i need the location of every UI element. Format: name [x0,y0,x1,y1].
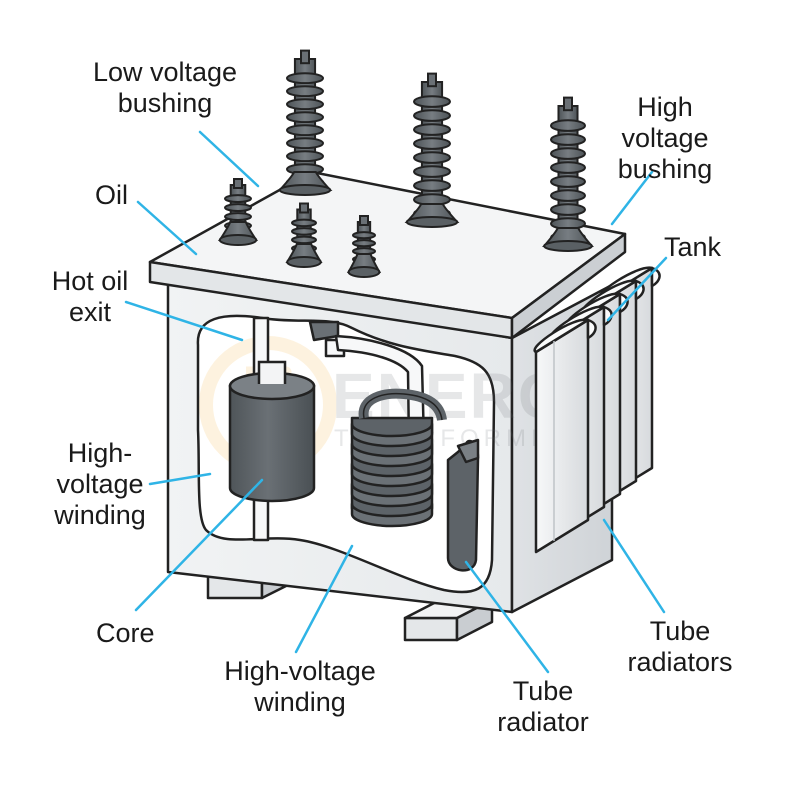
label-high-voltage-bushing: High voltage bushing [617,92,713,184]
high-voltage-bushing [542,96,594,252]
winding-coil [350,388,447,528]
leader-tube-radiators [602,518,666,614]
coil-ring [350,482,434,508]
coil-ring [350,422,434,448]
label-tube-radiator: Tube radiator [497,676,589,737]
low-voltage-bushings [217,178,382,278]
radiator-fin [533,318,597,554]
label-hot-oil-exit: Hot oil exit [51,266,129,327]
coil-ring [350,442,434,468]
leader-high-voltage-winding-left [148,472,212,486]
leader-lines [124,130,668,674]
label-high-voltage-winding-left: High- voltage winding [54,438,146,530]
radiator-fins [533,266,661,554]
core [228,360,316,503]
leader-core [134,478,264,612]
leader-tank [606,256,668,322]
label-tube-radiators: Tube radiators [627,616,733,677]
internal-tube-radiator [446,438,480,572]
label-high-voltage-winding-bottom: High-voltage winding [224,656,376,717]
tank-lid [148,170,627,340]
high-voltage-bushing [277,49,333,196]
low-voltage-bushing [346,215,382,278]
coil-ring [350,462,434,488]
leader-hot-oil-exit [124,300,244,342]
high-voltage-bushings [277,49,594,252]
leader-high-voltage-winding-bottom [294,544,354,654]
low-voltage-bushing [217,178,259,246]
leader-tube-radiator [464,560,550,674]
label-tank: Tank [664,232,722,262]
high-voltage-bushing [404,72,460,228]
label-low-voltage-bushing: Low voltage bushing [92,57,238,118]
coil-ring [350,502,434,528]
leader-low-voltage-bushing [198,130,260,188]
low-voltage-bushing [285,202,323,268]
leader-oil [136,200,198,256]
label-oil: Oil [95,180,128,210]
leader-high-voltage-bushing [610,170,654,226]
label-core: Core [96,618,155,648]
